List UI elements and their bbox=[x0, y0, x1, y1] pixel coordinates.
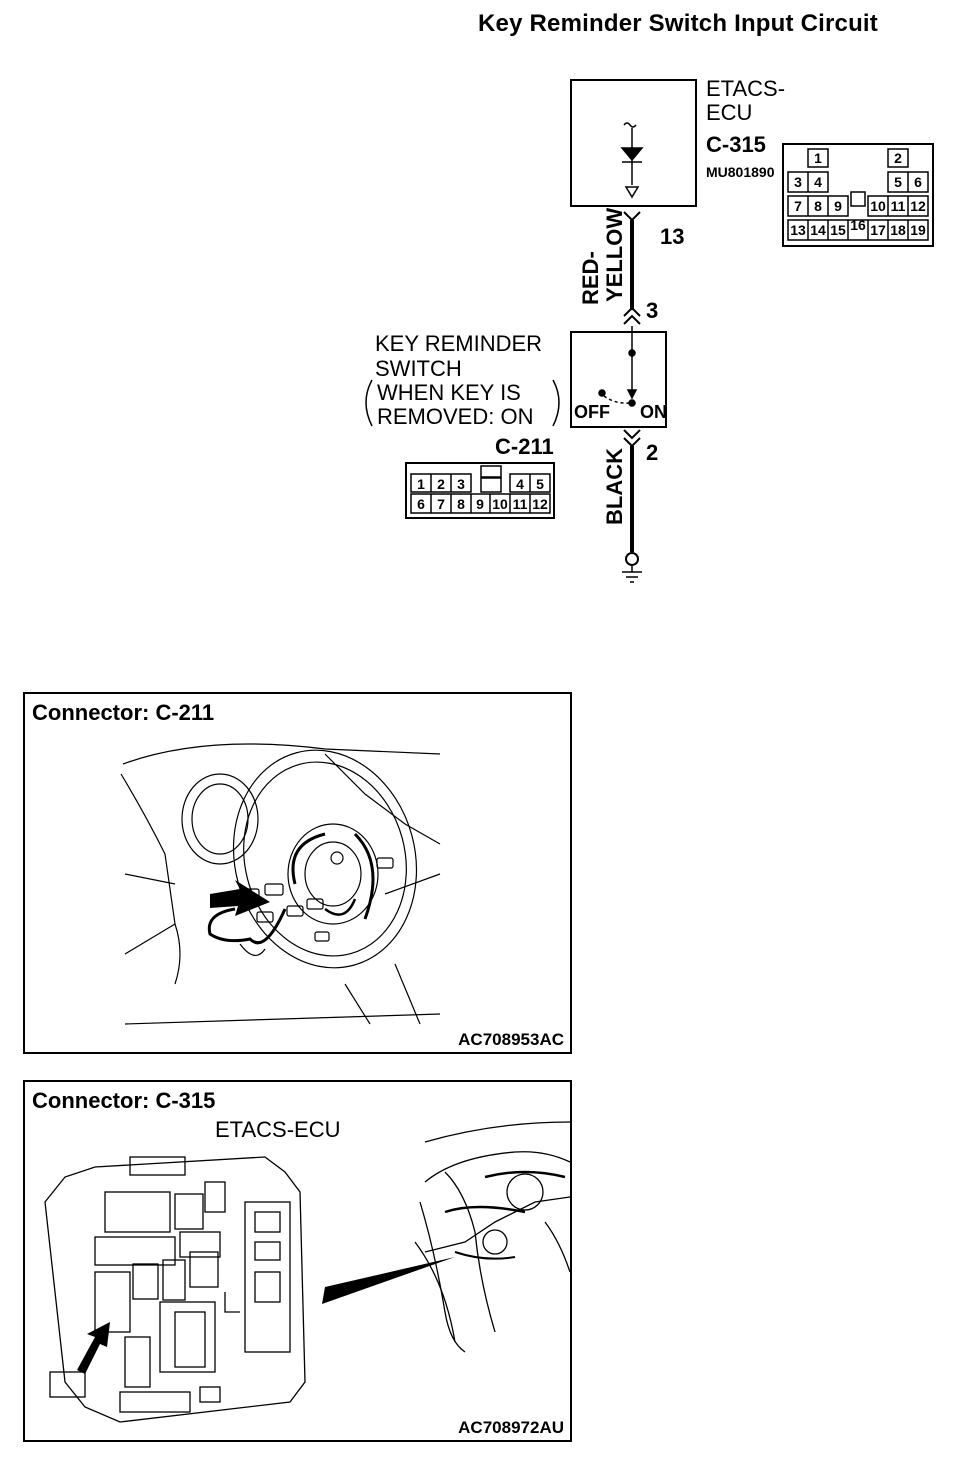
switch-connector-pin-labels: 1 2 3 4 5 6 7 8 9 10 11 12 bbox=[417, 476, 548, 512]
ecu-pin: 7 bbox=[794, 198, 802, 214]
switch-pin: 6 bbox=[417, 496, 425, 512]
switch-condition-line2: REMOVED: ON bbox=[377, 404, 533, 429]
connector-c211-panel: Connector: C-211 bbox=[23, 692, 572, 1054]
ecu-pin-number: 13 bbox=[660, 224, 684, 249]
ecu-name-line1: ETACS- bbox=[706, 76, 785, 101]
switch-pin: 1 bbox=[417, 476, 425, 492]
panel-title: Connector: C-211 bbox=[32, 700, 215, 725]
ecu-pin: 10 bbox=[870, 198, 886, 214]
switch-name-line1: KEY REMINDER bbox=[375, 331, 542, 356]
switch-pin-out-number: 2 bbox=[646, 440, 658, 465]
ecu-pin: 9 bbox=[834, 198, 842, 214]
switch-pin-in-number: 3 bbox=[646, 298, 658, 323]
ecu-connector-pin-labels: 1 2 3 4 5 6 7 8 9 16 10 11 12 13 14 15 1… bbox=[790, 150, 926, 238]
switch-pin: 8 bbox=[457, 496, 465, 512]
switch-pin: 7 bbox=[437, 496, 445, 512]
ecu-pin: 4 bbox=[814, 174, 822, 190]
paren-left bbox=[365, 379, 373, 427]
ecu-pin: 17 bbox=[870, 222, 886, 238]
switch-on-label: ON bbox=[640, 402, 667, 422]
panel-subtitle: ETACS-ECU bbox=[215, 1117, 341, 1142]
connector-c315-panel: Connector: C-315 ETACS-ECU bbox=[23, 1080, 572, 1442]
ecu-pin: 8 bbox=[814, 198, 822, 214]
switch-pin: 9 bbox=[476, 496, 484, 512]
steering-column-illustration bbox=[120, 743, 441, 1025]
switch-pin: 5 bbox=[536, 476, 544, 492]
switch-connector-id: C-211 bbox=[495, 434, 554, 459]
ecu-connector-face bbox=[782, 143, 934, 247]
arrow-icon bbox=[210, 880, 270, 916]
wire-red-yellow bbox=[623, 211, 641, 325]
ecu-pin: 6 bbox=[914, 174, 922, 190]
switch-pin: 10 bbox=[492, 496, 508, 512]
ecu-pin: 1 bbox=[814, 150, 822, 166]
switch-off-label: OFF bbox=[574, 402, 610, 422]
wire-color-black: BLACK bbox=[602, 448, 627, 525]
ecu-pin: 12 bbox=[910, 198, 926, 214]
switch-name-line2: SWITCH bbox=[375, 356, 462, 381]
wire-color-line1: RED- bbox=[578, 251, 603, 305]
arrow-icon bbox=[77, 1322, 110, 1374]
figure-code: AC708953AC bbox=[458, 1030, 564, 1049]
switch-pin: 4 bbox=[516, 476, 524, 492]
ecu-pin: 18 bbox=[890, 222, 906, 238]
figure-code: AC708972AU bbox=[458, 1418, 564, 1437]
ecu-pin: 14 bbox=[810, 222, 826, 238]
switch-pin: 2 bbox=[437, 476, 445, 492]
ecu-internal-diode-symbol bbox=[620, 122, 644, 199]
ecu-pin: 5 bbox=[894, 174, 902, 190]
ground-icon bbox=[622, 552, 642, 583]
switch-box bbox=[570, 331, 667, 428]
switch-connector-face bbox=[405, 462, 555, 519]
switch-pin: 11 bbox=[513, 496, 528, 512]
wire-black bbox=[623, 429, 641, 552]
ecu-connector-id: C-315 bbox=[706, 132, 766, 157]
switch-pin: 3 bbox=[457, 476, 465, 492]
ecu-pin: 3 bbox=[794, 174, 802, 190]
ecu-pin: 16 bbox=[850, 217, 866, 233]
pointer-wedge bbox=[322, 1257, 455, 1304]
ecu-pin: 19 bbox=[910, 222, 926, 238]
switch-contact-symbol bbox=[598, 326, 638, 407]
ecu-pin: 13 bbox=[790, 222, 806, 238]
diagram-title: Key Reminder Switch Input Circuit bbox=[478, 10, 878, 37]
ecu-box bbox=[570, 79, 697, 207]
switch-pin: 12 bbox=[532, 496, 548, 512]
panel-title: Connector: C-315 bbox=[32, 1088, 216, 1113]
ecu-pin: 2 bbox=[894, 150, 902, 166]
ecu-pin: 11 bbox=[891, 198, 906, 214]
ecu-name-line2: ECU bbox=[706, 100, 752, 125]
paren-right bbox=[552, 379, 560, 427]
etacs-ecu-illustration bbox=[44, 1121, 570, 1423]
ecu-part-number: MU801890 bbox=[706, 164, 775, 180]
wire-color-line2: YELLOW bbox=[602, 208, 627, 302]
switch-condition-line1: WHEN KEY IS bbox=[377, 380, 521, 405]
ecu-pin: 15 bbox=[830, 222, 846, 238]
circuit-schematic: ETACS- ECU C-315 MU801890 1 2 3 4 5 6 7 … bbox=[365, 76, 934, 583]
